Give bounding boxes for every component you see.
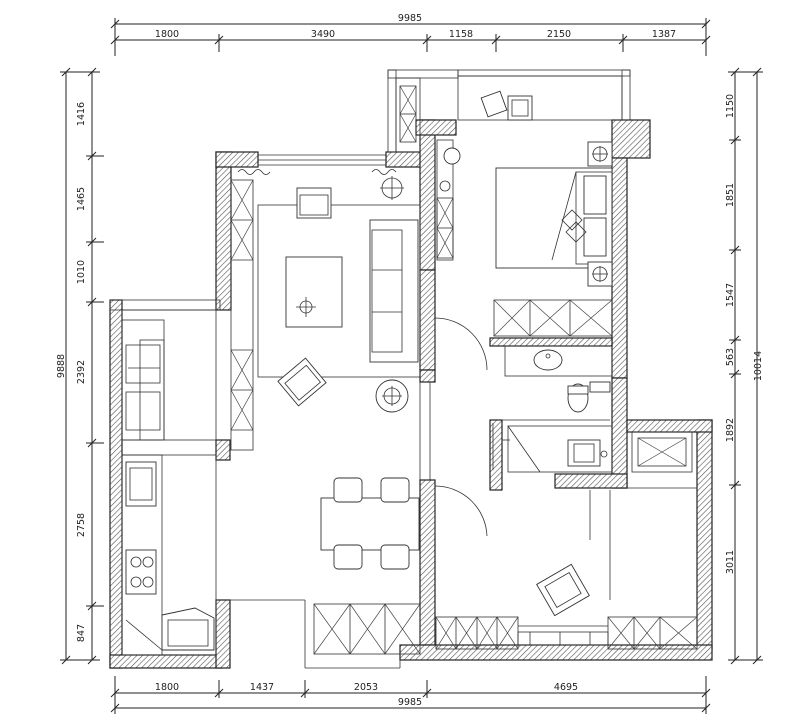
living-rug (257, 204, 421, 378)
top-segment-4: 2150 (547, 29, 571, 40)
wardrobe (493, 299, 613, 337)
bottom-segment-2: 1437 (250, 682, 274, 693)
bottom-segment-4: 4695 (554, 682, 578, 693)
corner-sink (161, 607, 215, 651)
left-segment-2: 1465 (76, 187, 87, 211)
cooktop (125, 549, 157, 595)
left-dimension-line: 9888 1416 1465 1010 2392 2758 847 (56, 67, 104, 665)
bottom-dimension-line: 1800 1437 2053 4695 9985 (110, 676, 711, 714)
right-total-label: 10014 (753, 351, 764, 381)
left-segment-3: 1010 (76, 260, 87, 284)
left-segment-6: 847 (76, 624, 87, 642)
dining-area (320, 477, 420, 570)
curtain (237, 169, 397, 175)
left-segment-1: 1416 (76, 102, 87, 126)
right-segment-6: 3011 (725, 550, 736, 574)
dining-table (320, 497, 420, 551)
right-segment-4: 563 (725, 348, 736, 366)
bathroom-sink (533, 349, 563, 371)
second-bedroom-door (434, 485, 488, 537)
kitchen-sink (125, 461, 157, 507)
top-dimension-line: 9985 1800 3490 1158 2150 1387 (110, 13, 711, 56)
bathroom (492, 345, 693, 473)
right-segment-3: 1547 (725, 283, 736, 307)
top-segment-1: 1800 (155, 29, 179, 40)
second-bedroom (434, 485, 698, 650)
kitchen (121, 309, 217, 656)
left-segment-4: 2392 (76, 360, 87, 384)
balcony-chair (480, 90, 508, 118)
sofa (369, 219, 419, 363)
bedroom-door (434, 317, 488, 371)
right-segment-1: 1150 (725, 94, 736, 118)
tv-cabinet (313, 603, 421, 655)
top-segment-5: 1387 (652, 29, 676, 40)
right-dimension-line: 1150 1851 1547 563 1892 3011 10014 (725, 67, 764, 665)
balcony (395, 75, 623, 153)
walls (109, 69, 713, 669)
top-segment-3: 1158 (449, 29, 473, 40)
bottom-segment-1: 1800 (155, 682, 179, 693)
right-segment-2: 1851 (725, 183, 736, 207)
master-bedroom (436, 139, 613, 337)
coffee-table (285, 256, 343, 328)
right-segment-5: 1892 (725, 418, 736, 442)
bottom-total-label: 9985 (398, 697, 422, 708)
left-segment-5: 2758 (76, 513, 87, 537)
bottom-segment-3: 2053 (354, 682, 378, 693)
second-bedroom-chair (536, 563, 590, 617)
top-total-label: 9985 (398, 13, 422, 24)
living-room (230, 169, 488, 451)
left-total-label: 9888 (56, 354, 67, 378)
top-segment-2: 3490 (311, 29, 335, 40)
dining-chair (333, 477, 410, 570)
armchair-top (296, 187, 332, 219)
armchair-bottom (277, 357, 327, 407)
